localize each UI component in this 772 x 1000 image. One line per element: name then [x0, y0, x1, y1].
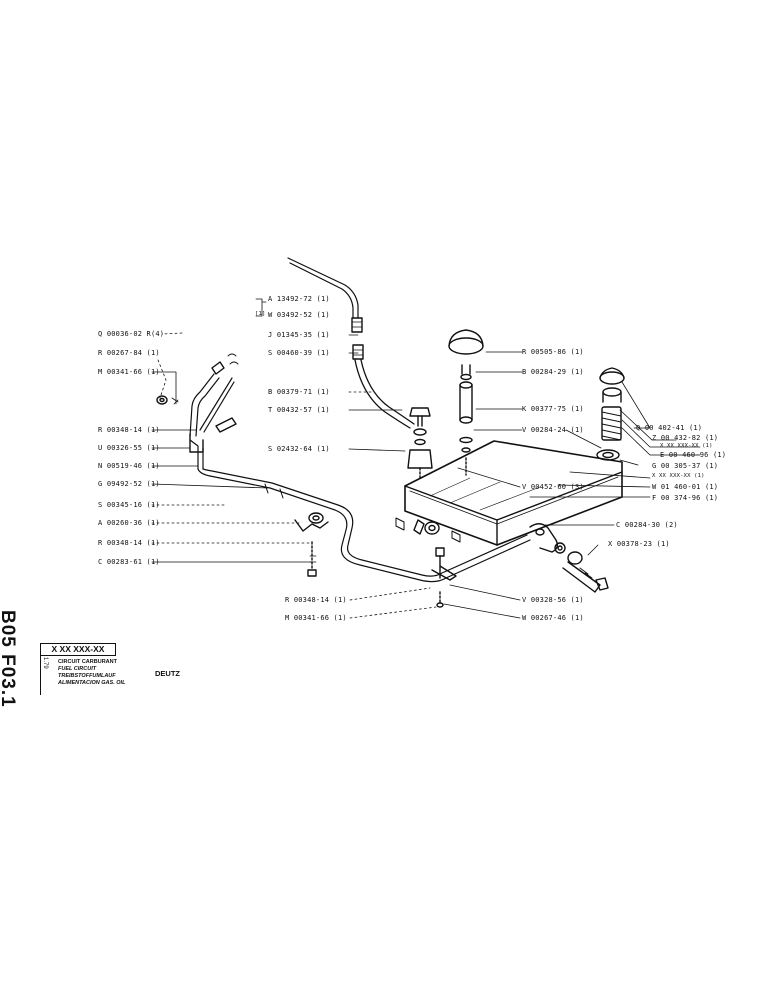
callout-right-8: F 00 374-96 (1)	[652, 494, 719, 502]
return-fitting	[407, 407, 433, 479]
breather-assembly	[448, 329, 484, 476]
callout-mid-3: K 00377-75 (1)	[522, 405, 584, 413]
callout-bottom-3: V 00328-56 (1)	[522, 596, 584, 604]
side-code-text: B05 F03.1	[0, 610, 18, 708]
callout-right-7: W 01 460-01 (1)	[652, 483, 719, 491]
callout-mid-2: B 00284-29 (1)	[522, 368, 584, 376]
callout-right-4: E 00 460-96 (1)	[660, 451, 727, 459]
callout-left-2: R 00267-84 (1)	[98, 349, 160, 357]
pipe-clamp	[294, 512, 329, 577]
title-en: FUEL CIRCUIT	[58, 666, 97, 672]
sheet-date-text: 1.79	[42, 657, 48, 669]
callout-center-6: T 00432-57 (1)	[268, 406, 330, 414]
sheet-date: 1.79	[40, 655, 50, 693]
callout-center-1: A 13492-72 (1)	[268, 295, 330, 303]
brand-name: DEUTZ	[155, 669, 180, 678]
title-es: ALIMENTACION GAS. OIL	[58, 680, 126, 686]
callout-right-2: Z 00 432-82 (1)	[652, 434, 719, 442]
callout-center-7: S 02432-64 (1)	[268, 445, 330, 453]
callout-mid-4: V 00284-24 (1)	[522, 426, 584, 434]
leader-lines	[151, 298, 701, 619]
callout-right-3: X XX XXX-XX (1)	[660, 443, 713, 449]
title-block	[40, 643, 231, 695]
callout-center-5: B 00379-71 (1)	[268, 388, 330, 396]
callout-right-5: G 00 305-37 (1)	[652, 462, 719, 470]
callout-left-9: A 00260-36 (1)	[98, 519, 160, 527]
callout-right-10: X 00378-23 (1)	[608, 540, 670, 548]
callout-bottom-4: W 00267-46 (1)	[522, 614, 584, 622]
callout-center-bracket: [1]	[255, 311, 266, 317]
callout-bottom-2: M 00341-66 (1)	[285, 614, 347, 622]
flex-hose	[287, 257, 415, 429]
title-de: TREIBSTOFFUMLAUF	[58, 673, 116, 679]
title-fr: CIRCUIT CARBURANT	[58, 659, 117, 665]
filler-assembly	[596, 367, 625, 461]
callout-right-1: Q 00 402-41 (1)	[636, 424, 703, 432]
callout-right-9: C 00284-30 (2)	[616, 521, 678, 529]
outlet-fittings	[413, 519, 609, 593]
callout-left-1: Q 00036-02 R(4)	[98, 330, 165, 338]
callout-left-7: G 09492-52 (1)	[98, 480, 160, 488]
callout-mid-5: V 00452-60 (3)	[522, 483, 584, 491]
callout-center-2: W 03492-52 (1)	[268, 311, 330, 319]
callout-left-10: R 00348-14 (1)	[98, 539, 160, 547]
callout-left-6: N 00519-46 (1)	[98, 462, 160, 470]
document-number: X XX XXX-XX	[40, 643, 116, 656]
bottom-clamp	[431, 547, 457, 608]
callout-right-6: X XX XXX-XX (1)	[652, 473, 705, 479]
callout-mid-1: R 00505-86 (1)	[522, 348, 584, 356]
callout-bottom-1: R 00348-14 (1)	[285, 596, 347, 604]
callout-left-3: M 00341-66 (1)	[98, 368, 160, 376]
callout-left-4: R 00348-14 (1)	[98, 426, 160, 434]
callout-center-4: S 00460-39 (1)	[268, 349, 330, 357]
feed-pipe	[189, 439, 531, 583]
callout-left-11: C 00283-61 (1)	[98, 558, 160, 566]
left-clamp	[156, 353, 239, 453]
callout-left-5: U 00326-55 (1)	[98, 444, 160, 452]
sheet-side-code: B05 F03.1	[0, 610, 38, 708]
callout-center-3: J 01345-35 (1)	[268, 331, 330, 339]
callout-left-8: S 00345-16 (1)	[98, 501, 160, 509]
